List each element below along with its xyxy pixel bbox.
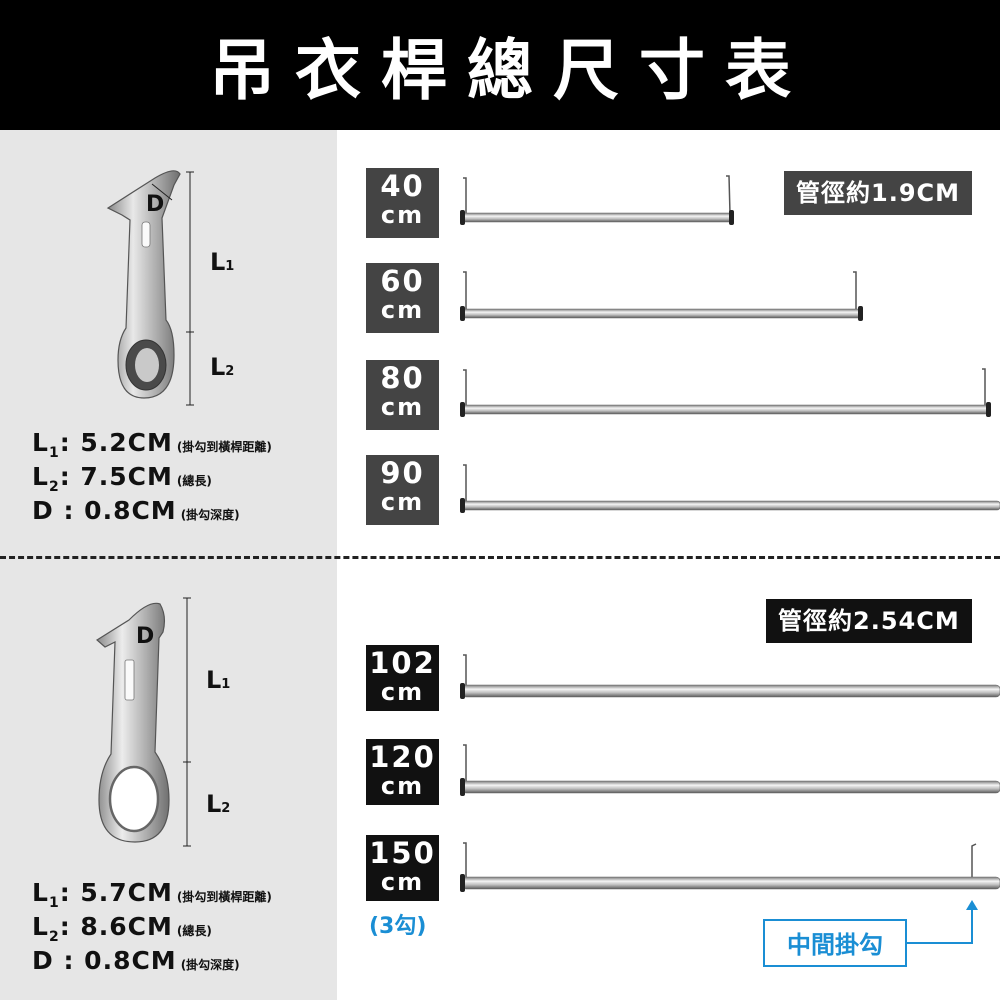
spec-l2: L2: 8.6CM(總長) [32, 912, 212, 945]
rod-120 [460, 744, 1000, 796]
rod-90 [460, 464, 1000, 513]
hook-large-d-label: D [136, 624, 155, 649]
hook-count-note: (3勾) [369, 914, 427, 939]
hook-small-d-label: D [146, 192, 165, 217]
spec-l1: L1: 5.2CM(掛勾到橫桿距離) [32, 428, 272, 461]
hook-small-specs: L1: 5.2CM(掛勾到橫桿距離) L2: 7.5CM(總長) D : 0.8… [32, 428, 272, 530]
spec-d: D : 0.8CM(掛勾深度) [32, 946, 240, 975]
rod-150 [460, 842, 1000, 892]
rod-60 [460, 271, 863, 321]
spec-l1: L1: 5.7CM(掛勾到橫桿距離) [32, 878, 272, 911]
diameter-label-large: 管徑約2.54CM [766, 599, 972, 643]
hook-large-specs: L1: 5.7CM(掛勾到橫桿距離) L2: 8.6CM(總長) D : 0.8… [32, 878, 272, 980]
spec-d: D : 0.8CM(掛勾深度) [32, 496, 240, 525]
hook-large-l1-label: L1 [206, 666, 231, 694]
hook-large-illustration [95, 597, 191, 847]
hook-small-l2-label: L2 [210, 353, 235, 381]
middle-hook-label: 中間掛勾 [763, 919, 907, 967]
rod-40 [460, 175, 734, 225]
section-divider [0, 556, 1000, 559]
diameter-label-small: 管徑約1.9CM [784, 171, 973, 215]
hook-small-l1-label: L1 [210, 248, 235, 276]
hook-large-l2-label: L2 [206, 790, 231, 818]
page-title: 吊衣桿總尺寸表 [209, 32, 811, 109]
hook-small-illustration [106, 170, 194, 406]
spec-l2: L2: 7.5CM(總長) [32, 462, 212, 495]
rod-80 [460, 368, 991, 417]
header-banner: 吊衣桿總尺寸表 [0, 0, 1000, 130]
left-panel [0, 130, 337, 1000]
middle-hook-arrow [907, 900, 978, 944]
rod-102 [460, 654, 1000, 699]
